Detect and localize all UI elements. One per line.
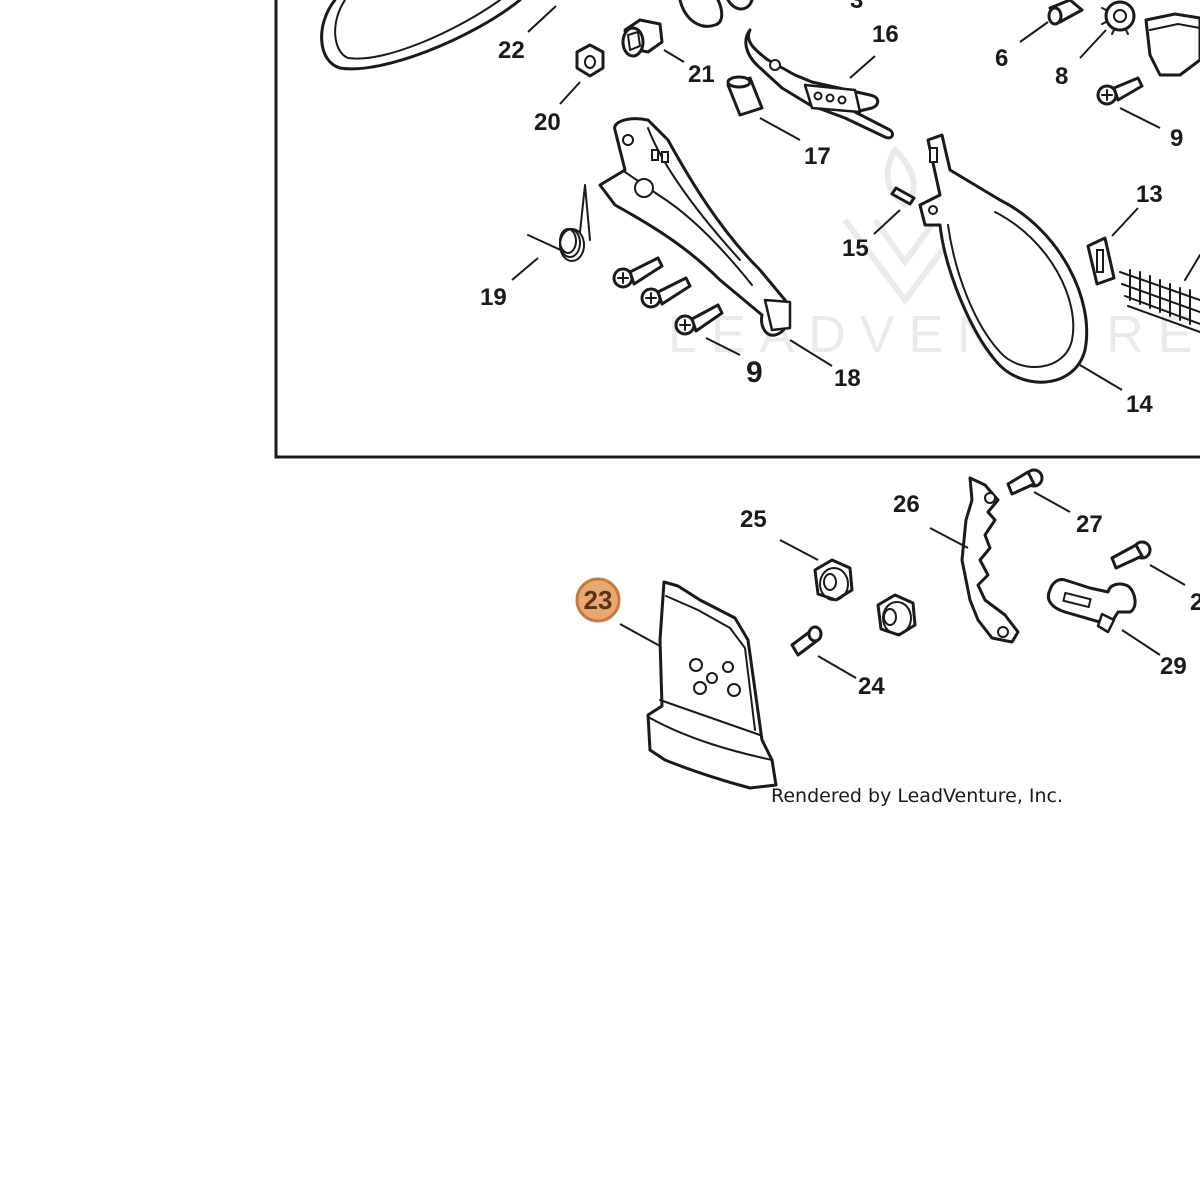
part-13-block <box>1086 236 1116 286</box>
part-26-bumper-spike <box>960 476 1020 644</box>
watermark-text: LEADVENTURE <box>668 306 1200 364</box>
leader-13 <box>1111 207 1139 237</box>
part-18-brake-arm <box>598 117 792 337</box>
callout-6: 6 <box>995 45 1008 72</box>
callout-19: 19 <box>480 284 507 311</box>
callout-26: 26 <box>893 491 920 518</box>
part-housing-block <box>1144 12 1200 77</box>
callout-14: 14 <box>1126 391 1153 418</box>
leader-29 <box>1121 629 1161 656</box>
leader-9b <box>705 337 741 356</box>
part-24-stud <box>790 625 823 657</box>
part-25-flange-nut-1 <box>813 558 854 602</box>
callout-9b: 9 <box>746 356 763 389</box>
part-15-pin <box>890 186 916 206</box>
callout-25: 25 <box>740 506 767 533</box>
part-6-pin <box>1047 0 1084 26</box>
part-25-flange-nut-2 <box>876 593 917 637</box>
callout-15: 15 <box>842 235 869 262</box>
part-9-screw-2 <box>640 276 692 309</box>
leader-15 <box>873 209 901 235</box>
part-29-tensioner <box>1046 578 1137 634</box>
part-20-hex-nut <box>575 43 605 78</box>
leader-25 <box>779 539 819 561</box>
leader-26 <box>929 527 969 549</box>
part-23-side-plate <box>646 580 778 790</box>
highlight-badge[interactable] <box>575 577 621 623</box>
callout-13: 13 <box>1136 181 1163 208</box>
part-17-bushing <box>726 75 764 117</box>
leader-27 <box>1033 491 1071 513</box>
part-compression-spring <box>1119 254 1200 333</box>
callout-22: 22 <box>498 37 525 64</box>
leader-19 <box>511 257 539 281</box>
callout-24: 24 <box>858 673 885 700</box>
leader-24 <box>817 655 857 679</box>
inset-frame <box>274 0 1200 459</box>
leader-2 <box>1149 564 1186 586</box>
callout-16: 16 <box>872 21 899 48</box>
leader-22 <box>527 5 557 33</box>
part-3-bracket <box>678 0 754 28</box>
highlighted-callout-23[interactable]: 23 <box>575 577 621 623</box>
callout-21: 21 <box>688 61 715 88</box>
callout-29: 29 <box>1160 653 1187 680</box>
leader-20 <box>559 81 581 105</box>
callout-9a: 9 <box>1170 125 1183 152</box>
callout-2: 2 <box>1190 589 1200 616</box>
leader-23 <box>619 623 661 647</box>
callout-27: 27 <box>1076 511 1103 538</box>
part-27-screw <box>1006 468 1044 496</box>
leader-8 <box>1079 29 1107 59</box>
leader-17 <box>759 117 801 141</box>
rendered-by-credit: Rendered by LeadVenture, Inc. <box>771 785 1063 807</box>
part-22-chain-loop <box>320 0 522 71</box>
callout-18: 18 <box>834 365 861 392</box>
part-14-brake-band <box>918 133 1089 384</box>
part-19-torsion-spring <box>527 184 591 262</box>
callout-17: 17 <box>804 143 831 170</box>
part-21-sleeve <box>621 18 664 58</box>
part-16-brake-lever <box>744 28 894 140</box>
leader-14 <box>1079 364 1123 391</box>
callout-8: 8 <box>1055 63 1068 90</box>
part-9-screw-1 <box>612 256 664 289</box>
part-screw-right <box>1110 540 1152 570</box>
callout-3: 3 <box>850 0 863 14</box>
leader-6 <box>1019 21 1049 43</box>
leader-21 <box>663 49 685 63</box>
callout-20: 20 <box>534 109 561 136</box>
part-9-screw-3 <box>674 303 724 336</box>
leader-16 <box>849 55 876 79</box>
part-8-gear <box>1101 0 1136 35</box>
leader-9a <box>1119 107 1161 129</box>
part-9-screw-upper <box>1096 76 1144 106</box>
leader-18 <box>789 339 833 367</box>
callout-23: 23 <box>584 585 613 615</box>
